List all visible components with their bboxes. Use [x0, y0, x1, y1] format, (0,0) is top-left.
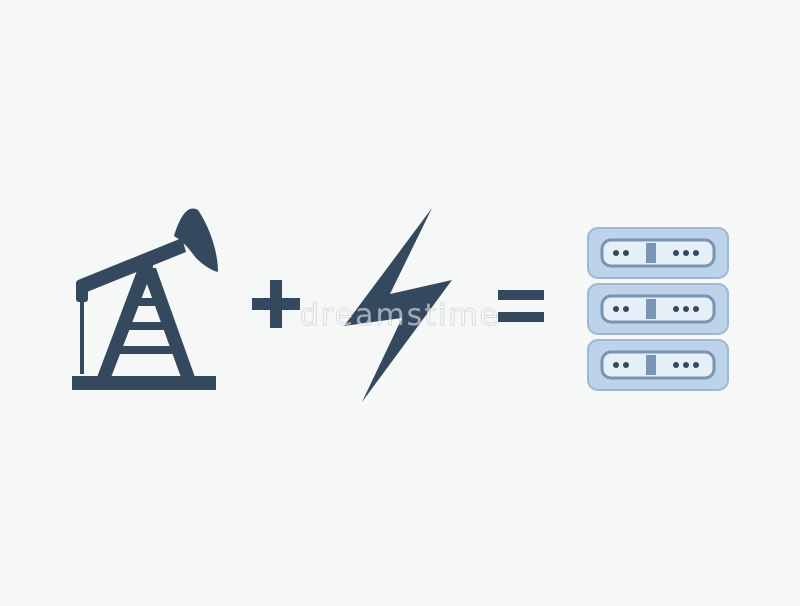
server-stack-icon [587, 227, 729, 391]
server-unit-2 [587, 283, 729, 335]
equals-operator [498, 290, 544, 322]
server-unit-3 [587, 339, 729, 391]
plus-operator [252, 280, 300, 328]
lightning-bolt-icon [344, 208, 452, 402]
oil-pump-jack-icon [72, 208, 218, 390]
server-unit-1 [587, 227, 729, 279]
